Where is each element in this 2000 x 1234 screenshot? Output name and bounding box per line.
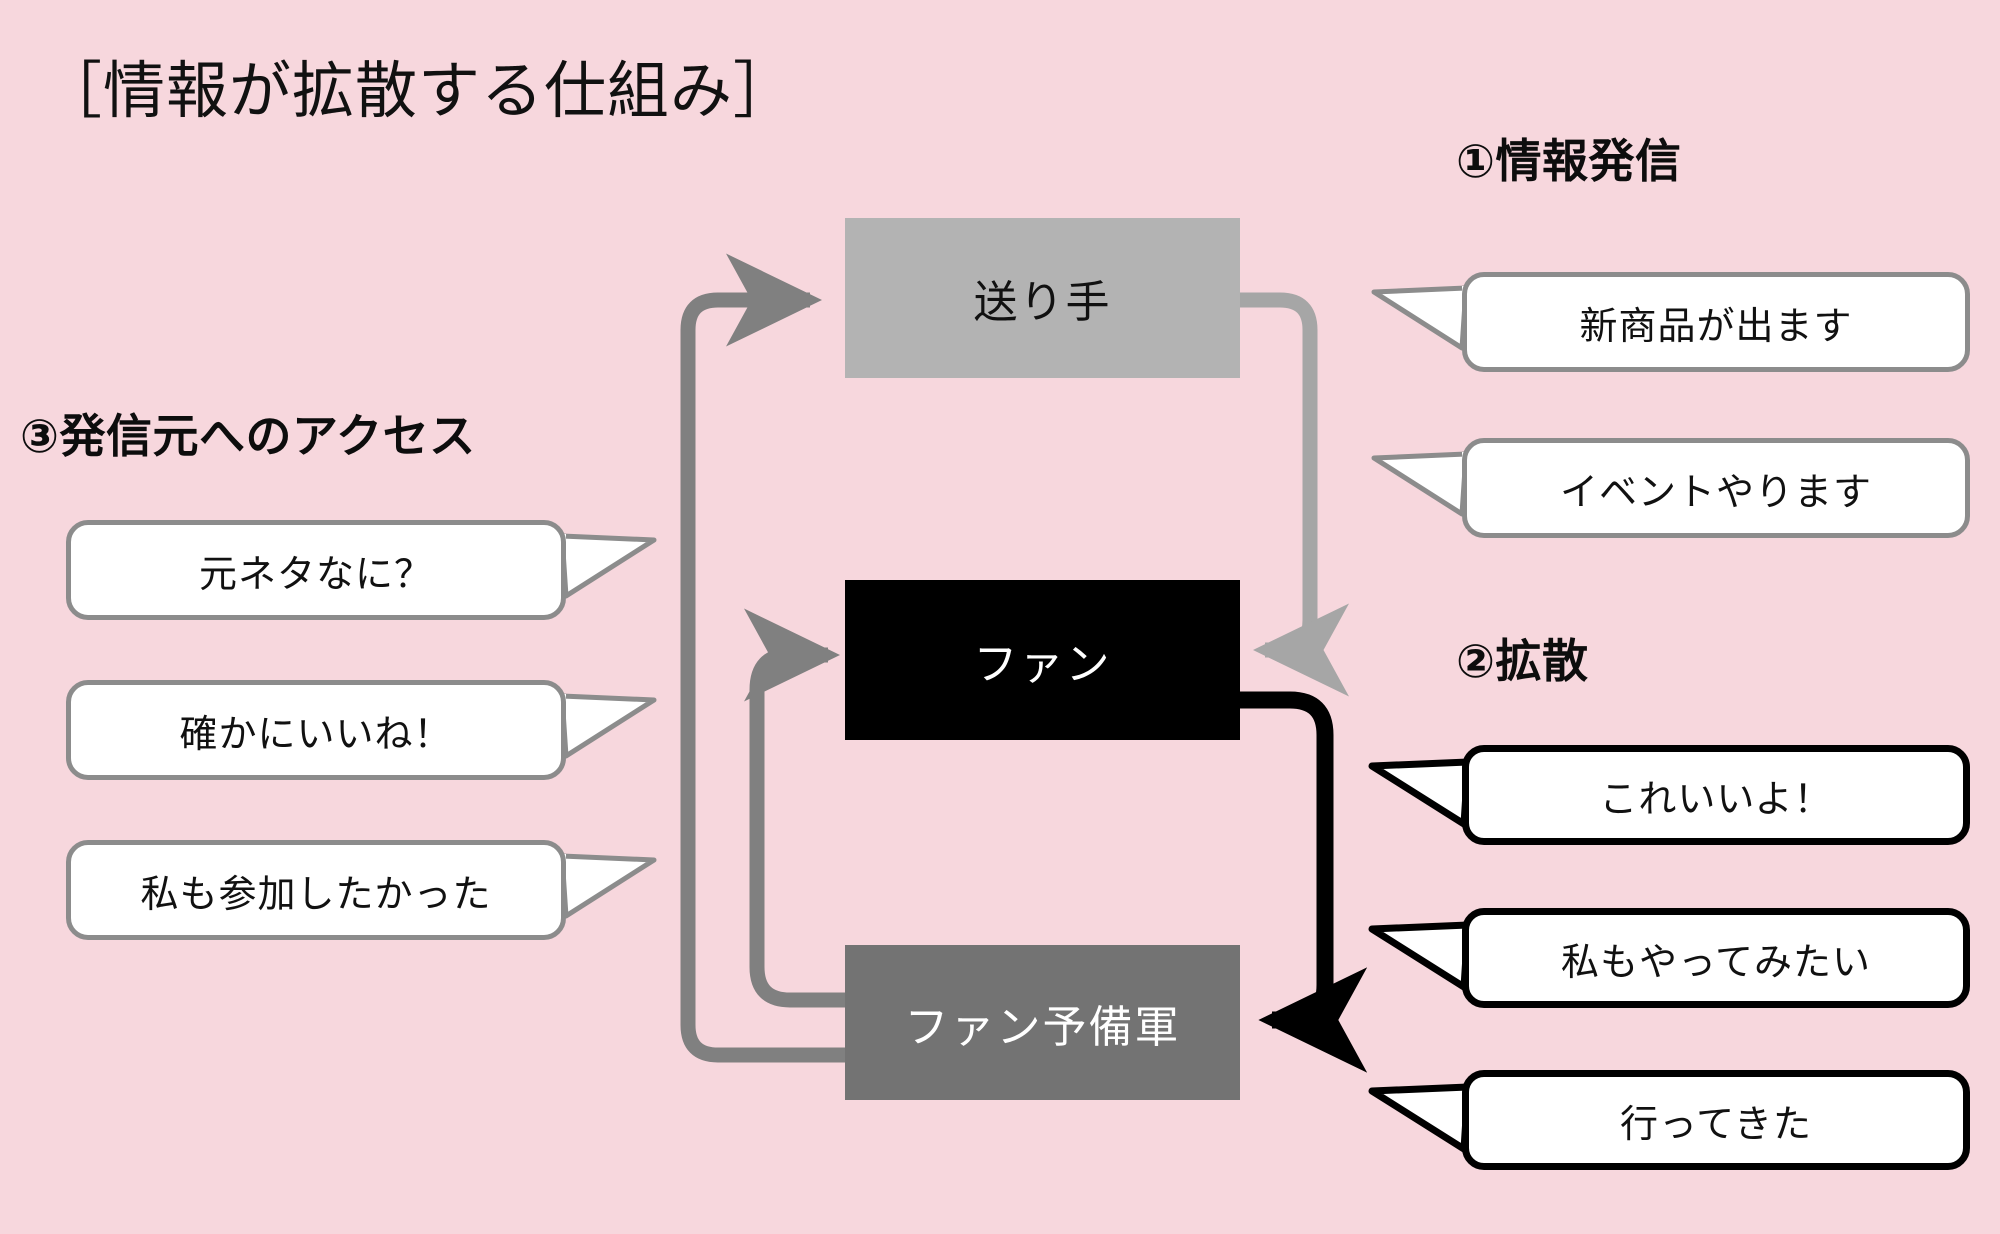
speech-bubble-step1-1[interactable]: イベントやります	[1462, 438, 1970, 538]
page-title: ［情報が拡散する仕組み］	[40, 57, 797, 126]
section-heading-access-to-source: ③発信元へのアクセス	[20, 410, 476, 462]
bubble-tail-l3	[552, 853, 657, 920]
speech-bubble-step2-0[interactable]: これいいよ！	[1462, 745, 1970, 845]
edge-prefan-to-sender	[680, 253, 845, 1063]
flow-node-sender[interactable]: 送り手	[845, 218, 1240, 378]
bubble-tail-l1	[552, 533, 657, 600]
edge-fan-to-prefan	[1240, 691, 1368, 1073]
bubble-tail-l2	[552, 693, 657, 760]
speech-bubble-step1-0[interactable]: 新商品が出ます	[1462, 272, 1970, 372]
flow-node-fan[interactable]: ファン	[845, 580, 1240, 740]
edge-prefan-to-fan	[744, 608, 845, 1008]
section-heading-information-dissemination: ①情報発信	[1456, 135, 1682, 187]
edge-sender-to-fan	[1240, 292, 1349, 697]
speech-bubble-step3-1[interactable]: 確かにいいね！	[66, 680, 566, 780]
bubble-tail-r2	[1371, 451, 1476, 518]
speech-bubble-step2-1[interactable]: 私もやってみたい	[1462, 908, 1970, 1008]
speech-bubble-step2-2[interactable]: 行ってきた	[1462, 1070, 1970, 1170]
speech-bubble-step3-2[interactable]: 私も参加したかった	[66, 840, 566, 940]
section-heading-spread: ②拡散	[1456, 635, 1589, 687]
speech-bubble-step3-0[interactable]: 元ネタなに？	[66, 520, 566, 620]
bubble-tail-r1	[1371, 285, 1476, 352]
flow-node-prospective-fan[interactable]: ファン予備軍	[845, 945, 1240, 1100]
